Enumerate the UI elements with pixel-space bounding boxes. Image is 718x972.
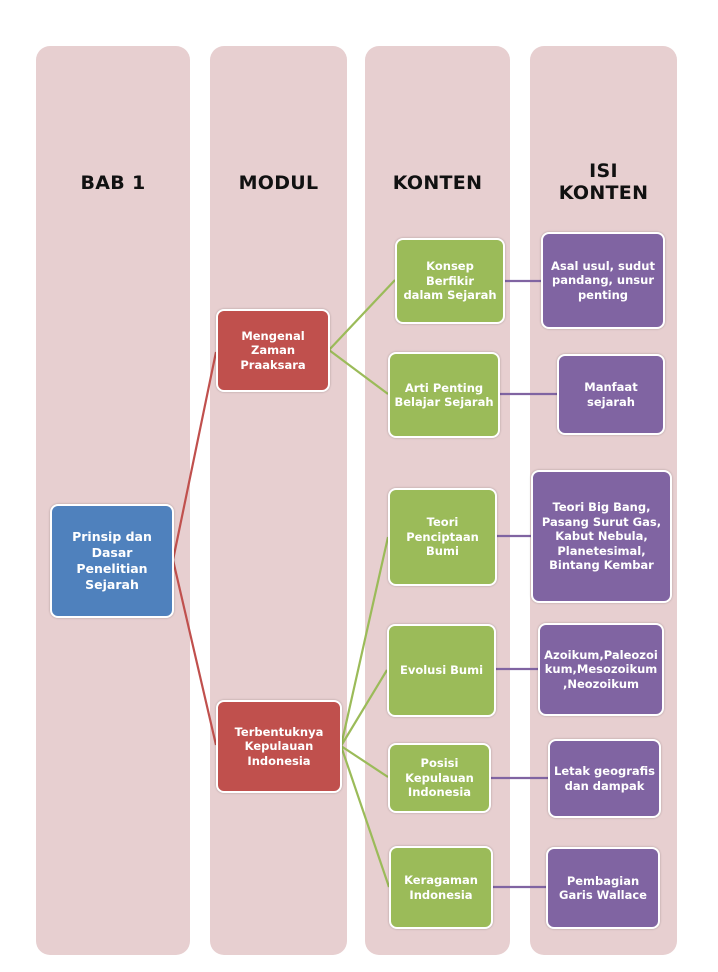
isi-konten-node: Manfaat sejarah (557, 354, 665, 435)
column-header-isi-konten: ISI KONTEN (558, 160, 649, 204)
konten-node: Evolusi Bumi (387, 624, 496, 717)
konten-node: Posisi Kepulauan Indonesia (388, 743, 491, 813)
column-header-konten: KONTEN (392, 172, 483, 194)
isi-konten-node: Pembagian Garis Wallace (546, 847, 660, 929)
isi-konten-node: Letak geografis dan dampak (548, 739, 661, 818)
konten-node: Keragaman Indonesia (389, 846, 493, 929)
column-bab: BAB 1 (36, 46, 190, 955)
connector-modul2-konten4 (340, 669, 388, 747)
konten-node: Teori Penciptaan Bumi (388, 488, 497, 586)
bab-node: Prinsip dan Dasar Penelitian Sejarah (50, 504, 174, 618)
modul-node: Mengenal Zaman Praaksara (216, 309, 330, 392)
connector-bab-modul-2 (171, 559, 218, 746)
column-header-bab: BAB 1 (80, 172, 146, 194)
isi-konten-node: Teori Big Bang, Pasang Surut Gas, Kabut … (531, 470, 672, 603)
connector-modul2-konten3 (339, 536, 390, 747)
connector-modul2-konten5 (340, 745, 389, 778)
konten-node: Arti Penting Belajar Sejarah (388, 352, 500, 438)
connector-modul2-konten6 (339, 745, 391, 888)
konten-node: Konsep Berfikir dalam Sejarah (395, 238, 505, 324)
isi-konten-node: Azoikum,Paleozoi kum,Mesozoikum ,Neozoik… (538, 623, 664, 716)
isi-konten-node: Asal usul, sudut pandang, unsur penting (541, 232, 665, 329)
connector-bab-modul-1 (171, 351, 218, 561)
column-modul: MODUL (210, 46, 347, 955)
connector-modul1-konten2 (328, 349, 389, 395)
modul-node: Terbentuknya Kepulauan Indonesia (216, 700, 342, 793)
column-header-modul: MODUL (238, 172, 319, 194)
connector-modul1-konten1 (328, 279, 396, 351)
